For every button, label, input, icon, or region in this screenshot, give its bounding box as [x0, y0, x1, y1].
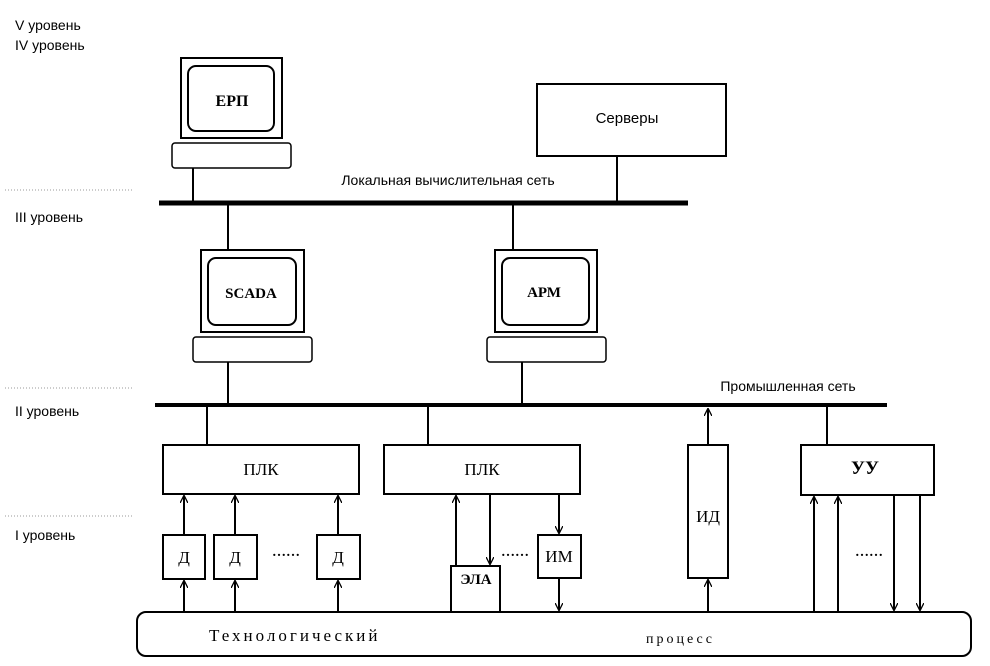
- uu-box: УУ: [800, 444, 935, 496]
- level-5-label: V уровень: [15, 17, 81, 33]
- sensor-d2-label: Д: [229, 548, 241, 567]
- uu-label: УУ: [851, 458, 879, 479]
- arm-keyboard: [486, 336, 607, 363]
- level-4-label: IV уровень: [15, 37, 85, 53]
- erp-screen: [187, 65, 275, 132]
- level-3-label: III уровень: [15, 209, 83, 225]
- servers-box: Серверы: [536, 83, 727, 157]
- uu-ellipsis: ……: [855, 545, 883, 560]
- sensor-d1-rect: [162, 534, 206, 580]
- plc1-label: ПЛК: [243, 460, 279, 479]
- sensor-d1-label: Д: [178, 548, 190, 567]
- id-label: ИД: [696, 507, 720, 526]
- sensor-d3-label: Д: [332, 548, 344, 567]
- level-labels: V уровень IV уровень III уровень II уров…: [15, 17, 85, 543]
- plc2-label: ПЛК: [464, 460, 500, 479]
- sensor-d3: Д: [316, 534, 361, 580]
- id-rect: [687, 444, 729, 579]
- industrial-network: Промышленная сеть: [155, 362, 887, 445]
- level-1-label: I уровень: [15, 527, 75, 543]
- plc2-box: ПЛК: [383, 444, 581, 495]
- sensor-d2-rect: [213, 534, 258, 580]
- im-box: ИМ: [537, 534, 582, 579]
- sensor-d1: Д: [162, 534, 206, 580]
- arm-label: АРМ: [527, 285, 561, 301]
- process-label-left: Технологический: [209, 626, 381, 645]
- id-box: ИД: [687, 444, 729, 579]
- level-2-label: II уровень: [15, 403, 79, 419]
- local-network-label: Локальная вычислительная сеть: [341, 172, 554, 188]
- ela-box: ЭЛА: [450, 565, 501, 613]
- servers-rect: [536, 83, 727, 157]
- sensor-d2: Д: [213, 534, 258, 580]
- uu-rect: [800, 444, 935, 496]
- actuators-ellipsis: ……: [501, 545, 529, 560]
- scada-keyboard: [192, 336, 313, 363]
- ela-label: ЭЛА: [460, 572, 491, 588]
- local-network: Локальная вычислительная сеть: [159, 156, 688, 250]
- plc1-box: ПЛК: [162, 444, 360, 495]
- im-label: ИМ: [545, 547, 572, 566]
- ela-rect: [450, 565, 501, 613]
- signal-arrows: [184, 494, 920, 612]
- scada-computer: SCADA: [192, 249, 313, 363]
- erp-keyboard: [171, 142, 292, 169]
- plc1-rect: [162, 444, 360, 495]
- process-rect: [136, 611, 972, 657]
- scada-screen: [207, 257, 297, 326]
- arm-computer: АРМ: [486, 249, 607, 363]
- erp-computer: ЕРП: [171, 57, 292, 169]
- erp-label: ЕРП: [216, 93, 249, 110]
- process-bar: Технологический процесс: [136, 611, 972, 657]
- sensors-ellipsis: ……: [272, 545, 300, 560]
- industrial-network-label: Промышленная сеть: [720, 378, 855, 394]
- process-label-right: процесс: [646, 632, 715, 647]
- level-dividers: [5, 189, 133, 517]
- servers-label: Серверы: [596, 110, 659, 127]
- arm-screen: [501, 257, 590, 326]
- plc2-rect: [383, 444, 581, 495]
- scada-label: SCADA: [225, 286, 277, 302]
